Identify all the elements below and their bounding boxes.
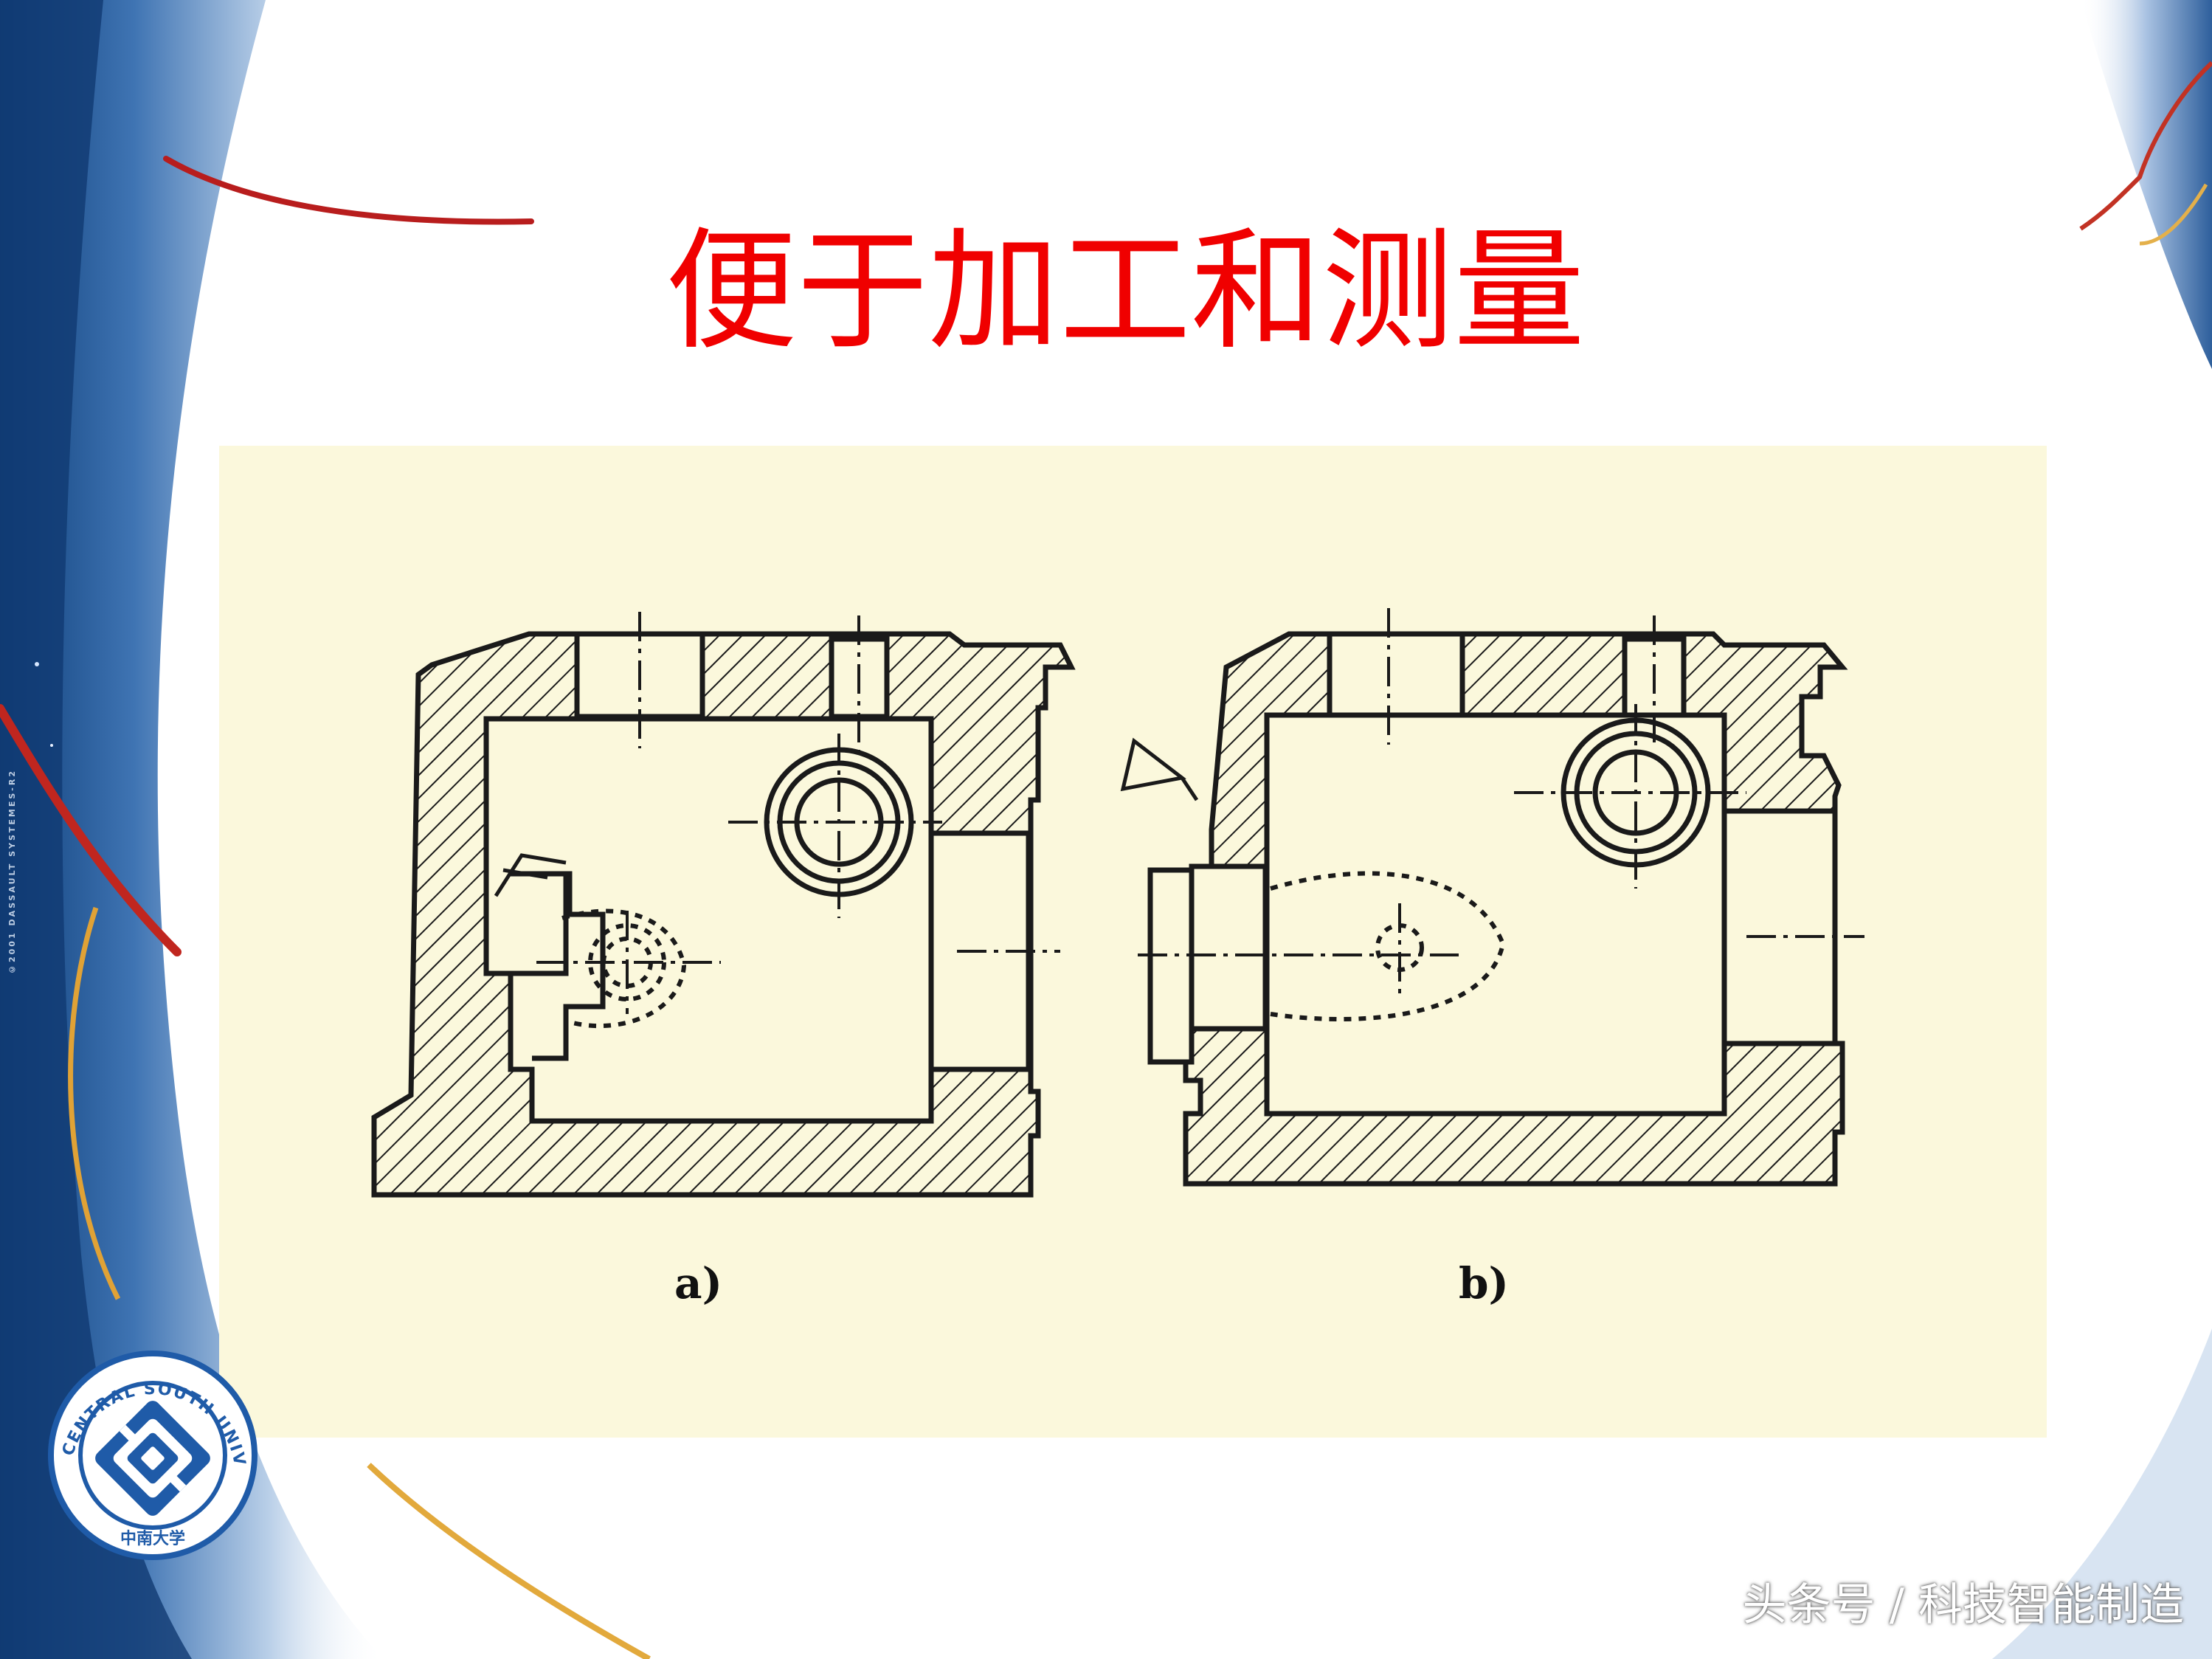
copyright-vertical-text: ©2001 DASSAULT SYSTEMES-R2	[7, 769, 17, 974]
slide-title: 便于加工和测量	[666, 215, 1585, 368]
technical-drawing-panel: a) b)	[219, 446, 2047, 1438]
university-logo: CENTRAL SOUTH UNIVERSITY 中南大学	[48, 1351, 258, 1560]
caption-b: b)	[1459, 1258, 1509, 1308]
svg-text:中南大学: 中南大学	[120, 1529, 185, 1548]
caption-a: a)	[674, 1258, 723, 1308]
figure-a	[371, 612, 1076, 1198]
casting-section-drawing	[371, 608, 1864, 1198]
watermark-text: 头条号 / 科技智能制造	[1742, 1579, 2184, 1631]
figure-b	[1120, 608, 1864, 1187]
